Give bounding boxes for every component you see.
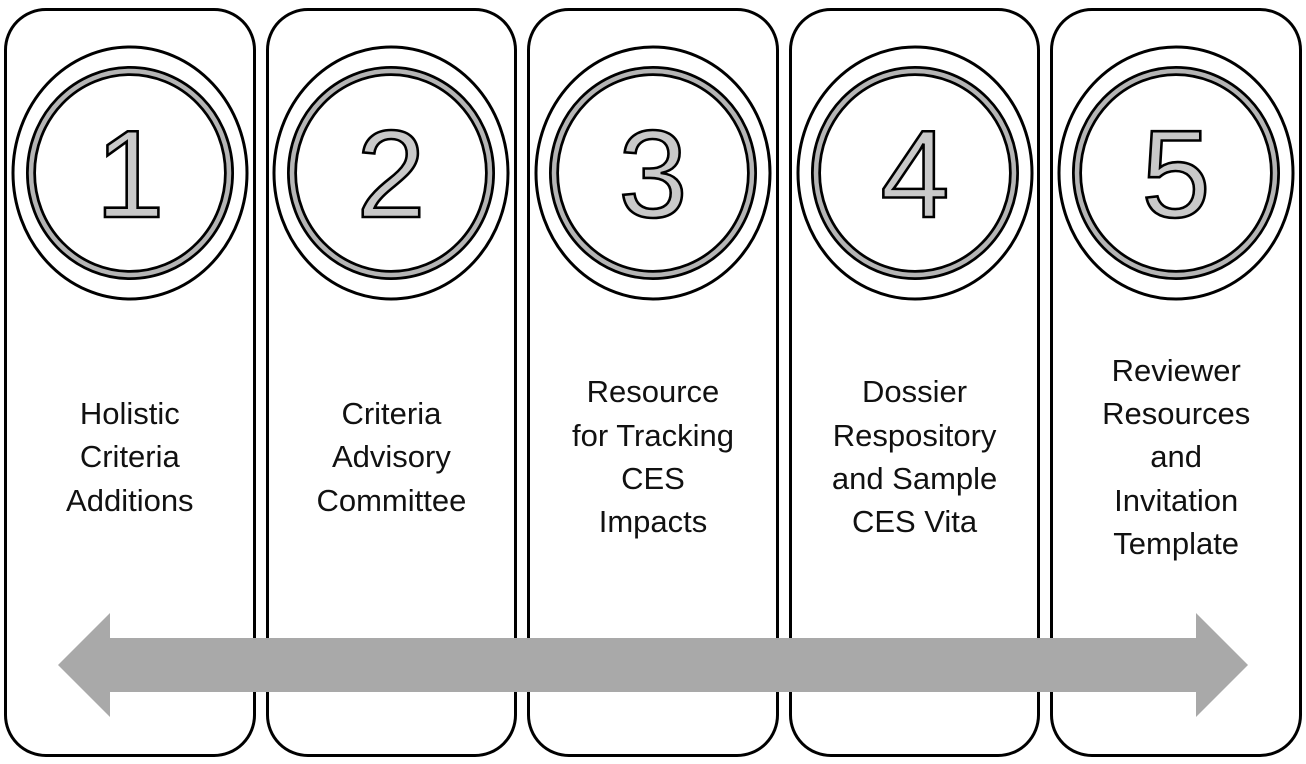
step-card-3: 3 Resource for Tracking CES Impacts (527, 8, 779, 757)
step-1-number: 1 (95, 106, 164, 244)
step-4-label-area: Dossier Respository and Sample CES Vita (792, 333, 1038, 581)
step-4-label: Dossier Respository and Sample CES Vita (831, 374, 998, 540)
step-3-label-area: Resource for Tracking CES Impacts (530, 333, 776, 581)
step-2-label: Criteria Advisory Committee (316, 395, 467, 518)
step-5-number: 5 (1142, 106, 1211, 244)
step-4-number-badge-icon: 4 (796, 45, 1034, 301)
step-5-number-badge-icon: 5 (1057, 45, 1295, 301)
step-card-5: 5 Reviewer Resources and Invitation Temp… (1050, 8, 1302, 757)
step-2-number: 2 (357, 106, 426, 244)
step-5-label: Reviewer Resources and Invitation Templa… (1102, 352, 1251, 562)
step-card-4: 4 Dossier Respository and Sample CES Vit… (788, 8, 1041, 757)
bidirectional-timeline-arrow-icon (58, 613, 1248, 717)
step-5-label-area: Reviewer Resources and Invitation Templa… (1053, 333, 1299, 581)
step-1-label-area: Holistic Criteria Additions (7, 333, 253, 581)
step-3-number-badge-icon: 3 (534, 45, 772, 301)
step-2-number-badge-icon: 2 (272, 45, 510, 301)
step-4-number: 4 (880, 106, 949, 244)
step-1-number-badge-icon: 1 (11, 45, 249, 301)
step-card-1: 1 Holistic Criteria Additions (4, 8, 256, 757)
step-2-label-area: Criteria Advisory Committee (269, 333, 515, 581)
step-card-2: 2 Criteria Advisory Committee (265, 8, 518, 757)
step-3-label: Resource for Tracking CES Impacts (572, 374, 734, 540)
steps-row: 1 Holistic Criteria Additions 2 Criteria… (4, 8, 1302, 757)
step-3-number: 3 (619, 106, 688, 244)
step-1-label: Holistic Criteria Additions (66, 395, 194, 518)
